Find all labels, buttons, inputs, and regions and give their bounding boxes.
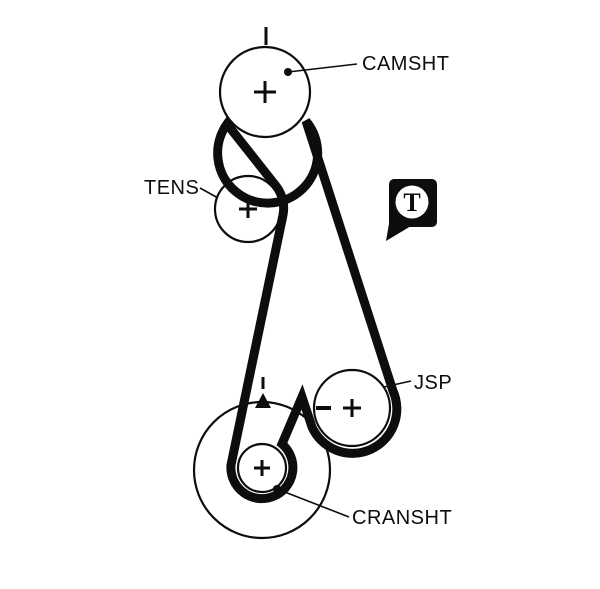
crankshaft-plus-mark bbox=[254, 460, 270, 476]
jsp-plus-mark bbox=[343, 399, 361, 417]
t-badge-letter: T bbox=[403, 188, 420, 217]
t-badge: T bbox=[386, 179, 437, 241]
camshaft-label: CAMSHT bbox=[362, 53, 449, 75]
jsp-label: JSP bbox=[414, 372, 452, 394]
jsp-leader-line bbox=[383, 380, 412, 388]
timing-belt bbox=[213, 116, 402, 504]
crankshaft-leader-line bbox=[276, 488, 350, 518]
crankshaft-timing-triangle-icon bbox=[255, 393, 271, 408]
tensioner-label: TENS bbox=[144, 177, 199, 199]
t-badge-circle bbox=[395, 185, 429, 219]
tensioner-leader-line bbox=[199, 187, 219, 199]
camshaft-plus-mark bbox=[254, 81, 276, 103]
crankshaft-label: CRANSHT bbox=[352, 507, 452, 529]
camshaft-leader-line bbox=[287, 63, 358, 73]
tensioner-plus-mark bbox=[239, 200, 257, 218]
